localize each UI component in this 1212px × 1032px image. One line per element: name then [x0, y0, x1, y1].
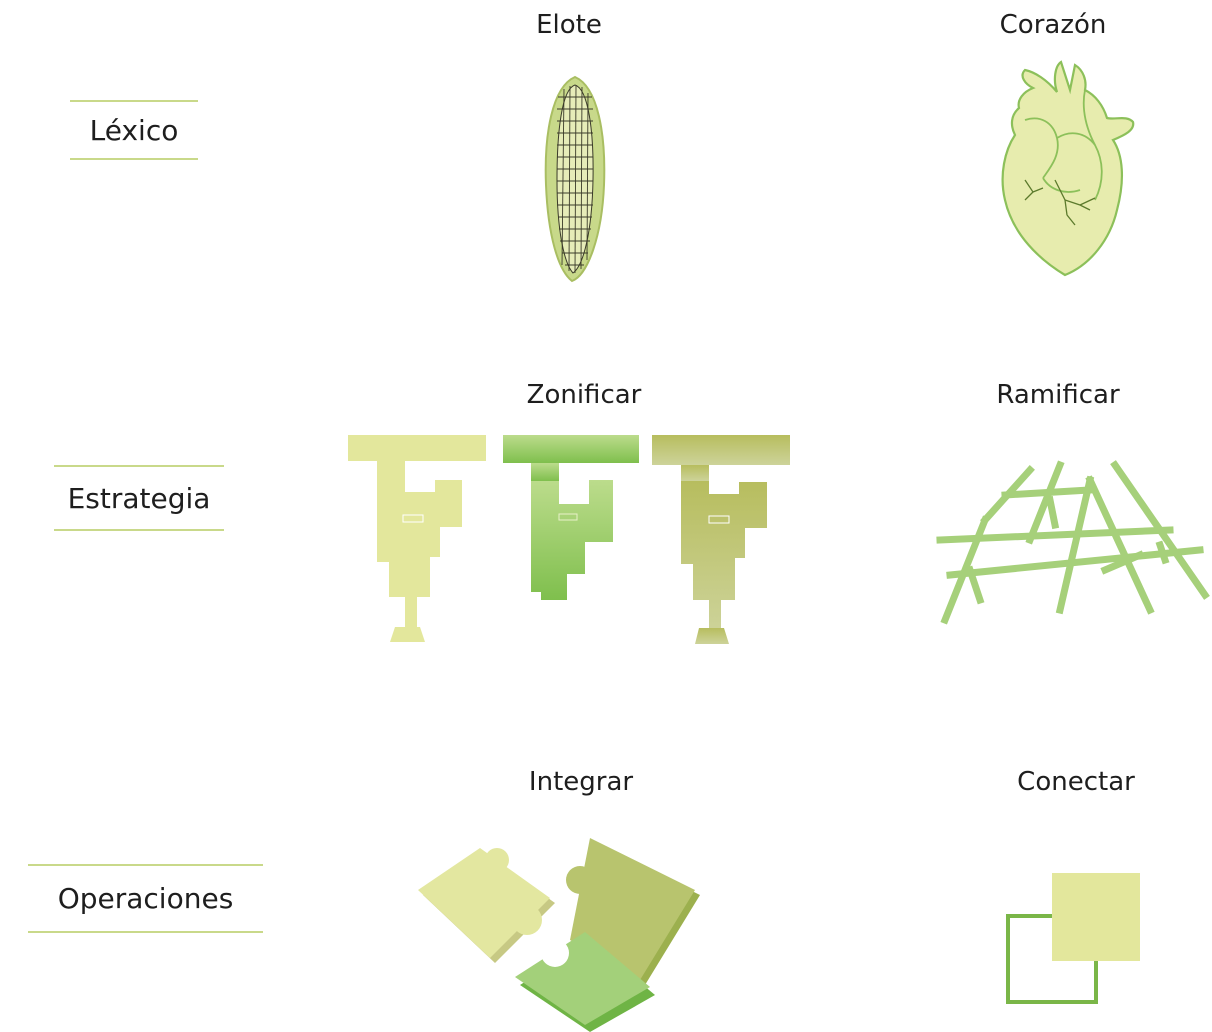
overlapping-squares-icon: [1006, 873, 1140, 1004]
conectar-squares: [1005, 870, 1145, 1010]
heart-illustration: [995, 60, 1145, 280]
title-zonificar: Zonificar: [526, 380, 642, 410]
row-label-estrategia: Estrategia: [54, 465, 224, 531]
puzzle-piece-green: [515, 932, 655, 1032]
zoning-plans-icon: [348, 435, 790, 644]
puzzle-pieces-icon: [418, 838, 700, 1032]
puzzle-piece-olive: [566, 838, 700, 985]
row-label-lexico-text: Léxico: [89, 113, 179, 147]
corn-cob-illustration: [540, 75, 610, 285]
title-conectar: Conectar: [1017, 767, 1135, 797]
row-label-operaciones: Operaciones: [28, 864, 263, 933]
row-label-operaciones-text: Operaciones: [57, 882, 234, 915]
title-elote: Elote: [536, 10, 602, 40]
ramificar-network: [930, 460, 1210, 630]
zoning-plan-green: [503, 435, 639, 600]
puzzle-piece-pale: [418, 848, 555, 963]
row-label-lexico: Léxico: [70, 100, 198, 160]
anatomical-heart-icon: [1001, 60, 1135, 277]
zoning-plan-olive: [652, 435, 790, 644]
branching-network-icon: [936, 460, 1210, 625]
title-integrar: Integrar: [528, 767, 634, 797]
corn-cob-icon: [544, 75, 606, 283]
row-label-estrategia-text: Estrategia: [67, 481, 211, 515]
title-corazon: Corazón: [999, 10, 1107, 40]
title-ramificar: Ramificar: [996, 380, 1120, 410]
zonificar-plans: [345, 432, 795, 652]
zoning-plan-pale: [348, 435, 486, 642]
integrar-puzzle: [415, 835, 705, 1032]
